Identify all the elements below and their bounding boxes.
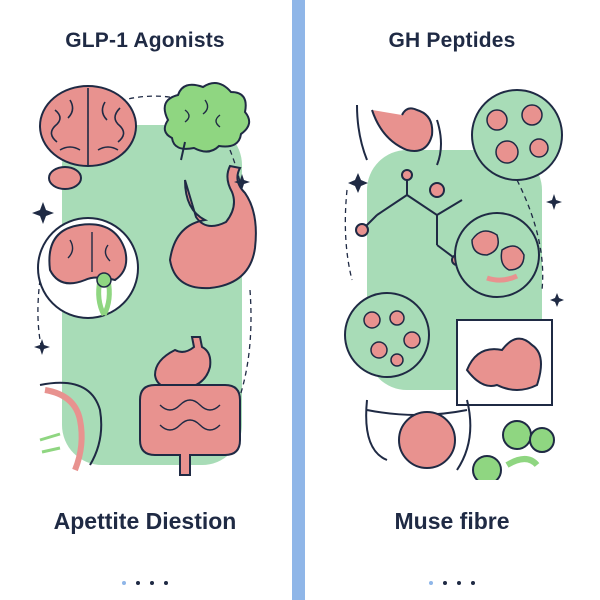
vessel-icon <box>39 381 103 472</box>
brain-icon <box>39 85 137 190</box>
green-brain-icon <box>163 82 251 161</box>
panel-title: GLP-1 Agonists <box>65 29 225 52</box>
pager-dot[interactable] <box>136 581 140 585</box>
green-cells-icon <box>472 420 555 480</box>
cell-cluster-icon <box>344 292 430 378</box>
pager-dot[interactable] <box>471 581 475 585</box>
panel-caption: Muse fibre <box>394 508 510 534</box>
pager-dot[interactable] <box>443 581 447 585</box>
pager-dot[interactable] <box>164 581 168 585</box>
glp1-illustration <box>32 82 257 476</box>
cell-cluster-icon <box>454 212 540 298</box>
gh-peptides-panel: GH Peptides <box>307 0 597 600</box>
sparkle-icon <box>32 174 250 355</box>
pager-dot[interactable] <box>150 581 154 585</box>
small-stomach-icon <box>153 336 212 391</box>
pager-dots[interactable] <box>307 572 597 590</box>
intestines-icon <box>139 384 241 476</box>
pager-dot[interactable] <box>457 581 461 585</box>
stomach-icon <box>168 164 257 290</box>
panel-title: GH Peptides <box>388 29 516 52</box>
pink-cell-icon <box>398 411 456 469</box>
pager-dot[interactable] <box>429 581 433 585</box>
panel-divider <box>292 0 305 600</box>
muscle-arm-icon <box>456 319 553 406</box>
gut-brain-icon <box>37 217 139 319</box>
cell-cluster-icon <box>471 89 563 181</box>
sparkle-icon <box>348 173 564 307</box>
panel-caption: Apettite Diestion <box>53 508 237 534</box>
pager-dots[interactable] <box>0 572 290 590</box>
gh-peptides-illustration <box>344 89 564 480</box>
glp1-panel: GLP-1 Agonists <box>0 0 290 600</box>
pager-dot[interactable] <box>122 581 126 585</box>
arm-icon <box>371 107 434 152</box>
